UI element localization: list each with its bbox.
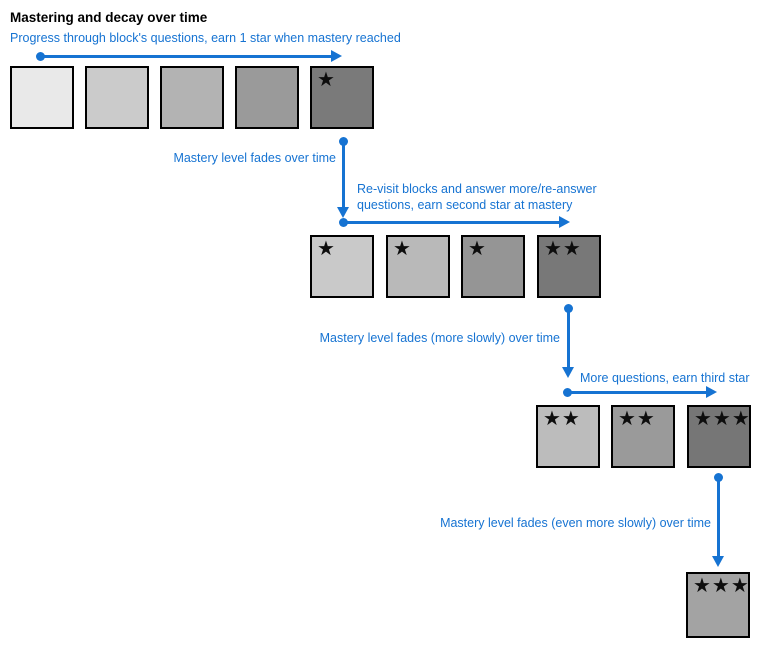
caption-fade-1: Mastery level fades over time — [173, 151, 336, 165]
star-icons: ★★ — [544, 236, 582, 260]
star-icons — [12, 68, 72, 69]
star-icons: ★★★ — [694, 406, 751, 430]
diagram-title: Mastering and decay over time — [10, 10, 208, 25]
caption-progress-first-star: Progress through block's questions, earn… — [10, 31, 401, 45]
mastery-block: ★★ — [536, 405, 600, 468]
mastery-block: ★ — [310, 235, 374, 298]
star-icons: ★★★ — [693, 573, 750, 597]
mastery-block — [10, 66, 74, 129]
arrow-right-icon — [562, 386, 717, 398]
star-icons: ★ — [317, 236, 336, 260]
star-icons — [87, 68, 147, 69]
mastery-block — [235, 66, 299, 129]
mastery-block — [85, 66, 149, 129]
star-icons: ★ — [468, 236, 487, 260]
mastery-block: ★★★ — [686, 572, 750, 638]
star-icons: ★ — [317, 67, 336, 91]
caption-fade-2: Mastery level fades (more slowly) over t… — [319, 331, 560, 345]
star-icons — [237, 68, 297, 69]
arrow-right-icon — [35, 50, 342, 62]
caption-revisit-second-star: Re-visit blocks and answer more/re-answe… — [357, 182, 597, 212]
arrow-right-icon — [338, 216, 570, 228]
mastery-block: ★ — [386, 235, 450, 298]
arrow-down-icon — [712, 472, 724, 567]
arrow-down-icon — [562, 303, 574, 378]
mastery-block: ★ — [310, 66, 374, 129]
mastery-block — [160, 66, 224, 129]
mastery-block: ★ — [461, 235, 525, 298]
mastery-block: ★★ — [611, 405, 675, 468]
caption-more-questions: More questions, earn third star — [580, 371, 750, 385]
star-icons: ★ — [393, 236, 412, 260]
mastery-block: ★★ — [537, 235, 601, 298]
caption-fade-3: Mastery level fades (even more slowly) o… — [440, 516, 711, 530]
star-icons: ★★ — [543, 406, 581, 430]
mastery-block: ★★★ — [687, 405, 751, 468]
star-icons — [162, 68, 222, 69]
arrow-down-icon — [337, 136, 349, 218]
star-icons: ★★ — [618, 406, 656, 430]
